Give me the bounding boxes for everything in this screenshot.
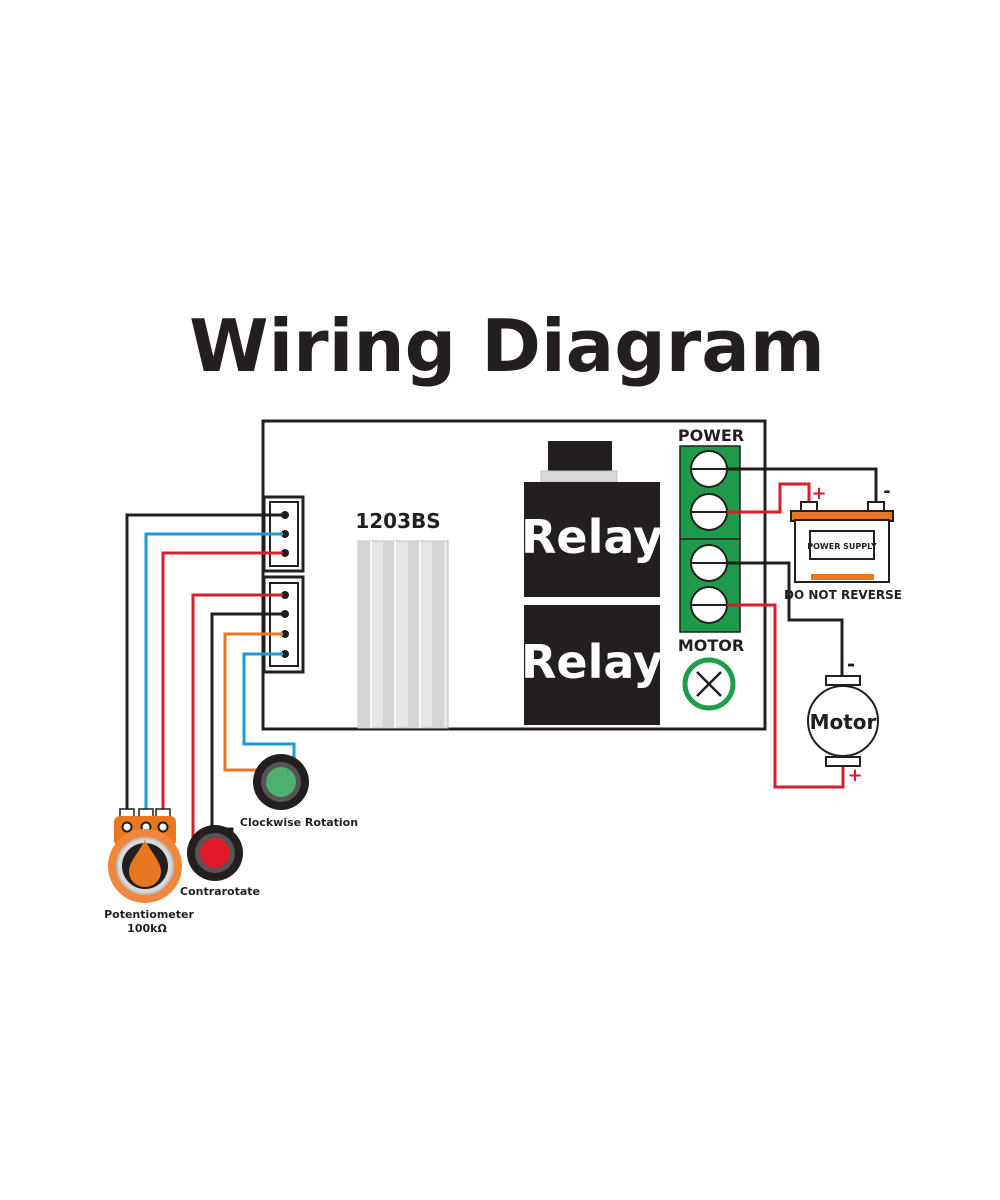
motor-terminal-label: MOTOR: [678, 636, 744, 655]
battery-plus-sign: +: [811, 483, 826, 504]
potentiometer-icon[interactable]: [108, 808, 182, 903]
contrarotate-button[interactable]: [187, 825, 243, 881]
battery-icon: [790, 501, 894, 583]
clockwise-label: Clockwise Rotation: [240, 816, 358, 829]
heatsink: [357, 540, 449, 729]
relay-2: [524, 605, 660, 725]
clockwise-button[interactable]: [253, 754, 309, 810]
terminal-block: [679, 445, 741, 633]
board-model-label: 1203BS: [355, 509, 440, 533]
motor-plus-sign: +: [847, 765, 862, 786]
indicator-lamp-icon: [682, 657, 736, 711]
relay-1: [524, 482, 660, 597]
potentiometer-value: 100kΩ: [127, 922, 167, 935]
contrarotate-label: Contrarotate: [180, 885, 260, 898]
battery-minus-sign: -: [883, 481, 890, 502]
power-supply-label: POWER SUPPLY: [807, 542, 877, 551]
power-terminal-label: POWER: [678, 426, 744, 445]
do-not-reverse-warning: DO NOT REVERSE: [784, 588, 902, 602]
motor-minus-sign: -: [847, 652, 855, 676]
motor-label: Motor: [810, 710, 877, 734]
connector-4pin: [262, 575, 305, 674]
terminal-screw-motor-2[interactable]: [690, 586, 728, 624]
wires-power-motor: [727, 467, 878, 789]
motor-icon: [807, 675, 879, 767]
wires-potentiometer: [125, 513, 283, 815]
terminal-screw-power-2[interactable]: [690, 493, 728, 531]
relay-cap: [548, 441, 612, 473]
relay-2-label: Relay: [521, 635, 663, 689]
relay-cap-base: [540, 470, 618, 483]
terminal-screw-motor-1[interactable]: [690, 544, 728, 582]
terminal-screw-power-1[interactable]: [690, 450, 728, 488]
relay-1-label: Relay: [521, 510, 663, 564]
potentiometer-label: Potentiometer: [104, 908, 194, 921]
diagram-title: Wiring Diagram: [189, 304, 825, 388]
